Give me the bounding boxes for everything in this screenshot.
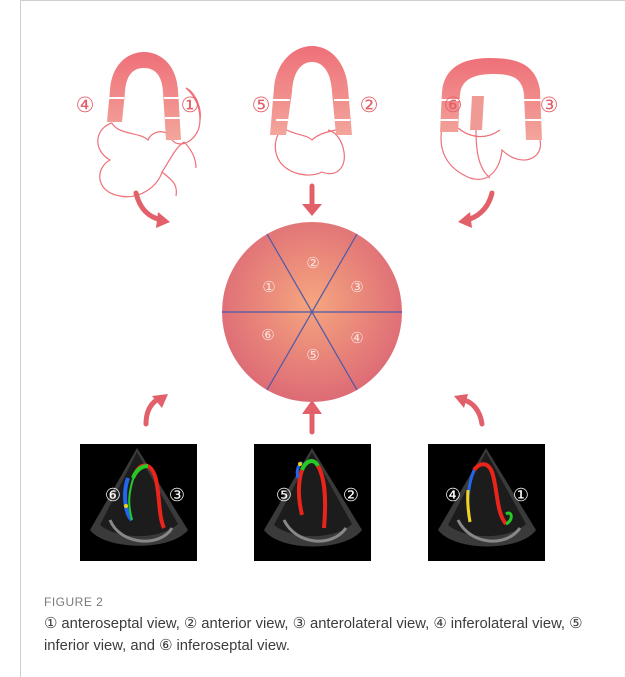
segment-label-lower-left: ⑥ xyxy=(261,326,274,344)
segment-label-top: ② xyxy=(306,254,319,272)
echo-image-2: ⑤ ② xyxy=(254,444,371,561)
figure-label: FIGURE 2 xyxy=(44,595,103,609)
echo-1-left-number: ⑥ xyxy=(105,485,121,506)
echo-2-right-number: ② xyxy=(343,485,359,506)
top-view-diagram-3 xyxy=(440,58,542,179)
segment-label-upper-left: ① xyxy=(262,278,275,296)
top-view-3-right-number: ③ xyxy=(540,93,559,117)
top-view-diagram-2 xyxy=(270,46,352,175)
bullseye-disc: ② ③ ④ ⑤ ⑥ ① xyxy=(222,222,402,402)
top-view-diagram-1 xyxy=(98,52,201,197)
segment-label-upper-right: ③ xyxy=(350,278,363,296)
figure-caption: ① anteroseptal view, ② anterior view, ③ … xyxy=(44,613,614,657)
echo-3-left-number: ④ xyxy=(445,485,461,506)
top-view-2-left-number: ⑤ xyxy=(252,93,271,117)
echo-2-left-number: ⑤ xyxy=(276,485,292,506)
echo-1-right-number: ③ xyxy=(169,485,185,506)
echo-image-3: ④ ① xyxy=(428,444,545,561)
top-view-2-right-number: ② xyxy=(360,93,379,117)
top-view-1-left-number: ④ xyxy=(76,93,95,117)
figure-illustration: ④ ① ⑤ ② ⑥ ③ ② ③ ④ ⑤ ⑥ ① xyxy=(0,0,625,590)
top-view-3-left-number: ⑥ xyxy=(444,93,463,117)
echo-3-right-number: ① xyxy=(513,485,529,506)
arrow-up-right xyxy=(464,400,482,424)
top-view-numbers: ④ ① ⑤ ② ⑥ ③ xyxy=(76,93,559,117)
segment-label-bottom: ⑤ xyxy=(306,346,319,364)
top-view-1-right-number: ① xyxy=(181,93,200,117)
echo-image-1: ⑥ ③ xyxy=(80,444,197,561)
segment-label-lower-right: ④ xyxy=(350,329,363,347)
